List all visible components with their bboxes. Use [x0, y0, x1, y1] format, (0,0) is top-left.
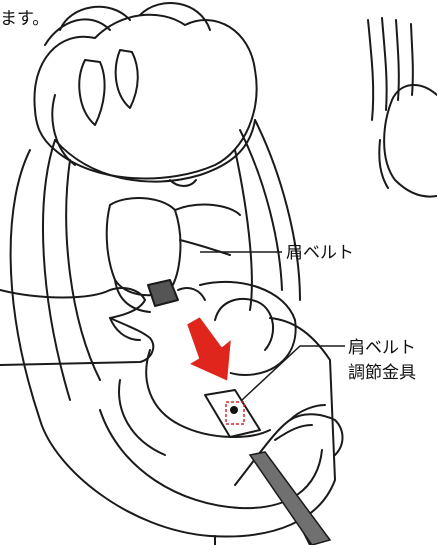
adjacent-illustration	[368, 18, 437, 197]
pull-arrow	[186, 316, 232, 382]
instruction-text-fragment: ます。	[0, 9, 49, 29]
right-side-wing	[255, 120, 300, 300]
left-hand	[0, 288, 153, 365]
left-side-wing	[11, 150, 40, 420]
shoulder-belt-label: 肩ベルト	[286, 243, 354, 263]
backrest	[55, 120, 255, 182]
headrest-ear-left	[79, 60, 104, 125]
headrest	[34, 15, 256, 179]
adjuster-label-line1: 肩ベルト	[348, 338, 416, 358]
adjuster-label-line2: 調節金具	[348, 363, 416, 383]
adjuster-dot	[230, 406, 238, 414]
seat-drawing	[0, 3, 343, 545]
headrest-ear-right	[116, 50, 138, 108]
right-hand	[235, 414, 343, 485]
